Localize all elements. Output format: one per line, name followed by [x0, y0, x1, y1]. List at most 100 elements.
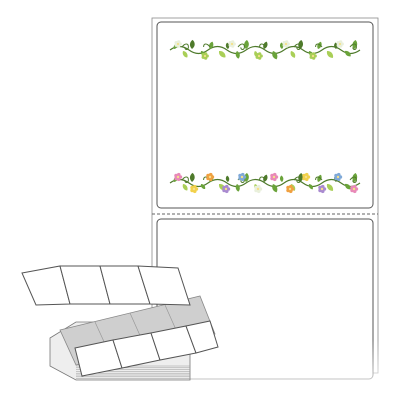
flower-center	[311, 54, 315, 58]
flower-center	[176, 175, 180, 179]
flower-icon	[201, 52, 209, 60]
petal	[336, 172, 341, 177]
leaf-icon	[182, 51, 188, 58]
flower-center	[224, 187, 228, 191]
flower-center	[352, 187, 356, 191]
flower-icon	[222, 184, 231, 194]
leaf-icon	[279, 175, 284, 182]
leaf-icon	[308, 184, 313, 190]
flower-icon	[286, 184, 295, 194]
petal	[240, 172, 245, 177]
flower-center	[336, 175, 340, 179]
floral-vine-icon	[169, 172, 361, 194]
petal	[285, 40, 289, 44]
leaf-icon	[225, 175, 230, 182]
curl-icon	[293, 176, 301, 183]
flower-center	[176, 42, 180, 46]
flower-icon	[350, 184, 359, 194]
leaf-icon	[298, 39, 304, 49]
curl-icon	[237, 43, 245, 50]
petal	[177, 40, 181, 44]
leaf-icon	[263, 41, 268, 49]
flower-center	[272, 175, 276, 179]
flower-icon	[174, 40, 182, 48]
flower-center	[208, 175, 212, 179]
flower-icon	[270, 172, 279, 182]
leaf-icon	[326, 183, 334, 191]
flower-center	[230, 42, 234, 46]
leaf-icon	[189, 172, 195, 182]
label-1	[156, 21, 374, 209]
flower-center	[203, 54, 207, 58]
petal	[258, 52, 262, 56]
flower-icon	[254, 184, 263, 194]
leaf-icon	[298, 172, 304, 182]
petal	[204, 52, 208, 56]
flower-center	[256, 187, 260, 191]
curl-icon	[293, 43, 301, 50]
leaf-icon	[182, 184, 188, 191]
curl-icon	[315, 43, 323, 48]
flower-icon	[302, 172, 311, 182]
flower-center	[284, 42, 288, 46]
petal	[352, 184, 357, 189]
flower-center	[257, 54, 261, 58]
flower-center	[338, 42, 342, 46]
leaf-icon	[279, 42, 284, 49]
petal	[320, 184, 325, 189]
leaf-icon	[334, 42, 338, 49]
flower-icon	[318, 184, 327, 194]
petal	[208, 172, 213, 177]
flower-center	[288, 187, 292, 191]
flower-center	[304, 175, 308, 179]
leaf-icon	[244, 39, 249, 49]
petal	[231, 40, 235, 44]
strip-label	[137, 265, 191, 306]
petal	[272, 172, 277, 177]
petal	[176, 172, 181, 177]
fanfold-stack-icon	[21, 265, 219, 381]
flower-icon	[334, 172, 343, 182]
flower-icon	[228, 40, 236, 48]
curl-icon	[203, 43, 211, 48]
curl-icon	[181, 43, 189, 50]
leaf-icon	[344, 50, 351, 57]
stack-label	[185, 320, 219, 354]
leaf-icon	[235, 51, 240, 59]
curl-icon	[259, 43, 267, 48]
flower-icon	[309, 52, 317, 60]
flower-icon	[174, 172, 183, 182]
leaf-icon	[344, 183, 351, 190]
curl-icon	[259, 176, 267, 181]
petal	[192, 184, 197, 189]
petal	[256, 184, 261, 189]
petal	[312, 52, 316, 56]
leaf-icon	[263, 174, 268, 182]
curl-icon	[349, 43, 357, 50]
curl-icon	[349, 176, 357, 183]
curl-icon	[315, 176, 323, 181]
flower-center	[240, 175, 244, 179]
leaf-icon	[326, 50, 334, 58]
leaf-icon	[209, 41, 214, 49]
leaf-icon	[290, 51, 296, 58]
leaf-icon	[200, 183, 206, 190]
leaf-icon	[235, 184, 240, 192]
flower-icon	[206, 172, 215, 182]
leaf-icon	[218, 50, 226, 58]
floral-vine-icon	[169, 39, 361, 60]
flower-center	[320, 187, 324, 191]
flower-icon	[190, 184, 199, 194]
flower-center	[192, 187, 196, 191]
petal	[339, 40, 343, 44]
petal	[224, 184, 229, 189]
flower-icon	[282, 40, 290, 48]
leaf-icon	[272, 184, 278, 193]
leaf-icon	[272, 51, 278, 60]
flower-icon	[238, 172, 247, 182]
petal	[288, 184, 293, 189]
leaf-icon	[189, 39, 195, 49]
flower-icon	[336, 40, 344, 48]
